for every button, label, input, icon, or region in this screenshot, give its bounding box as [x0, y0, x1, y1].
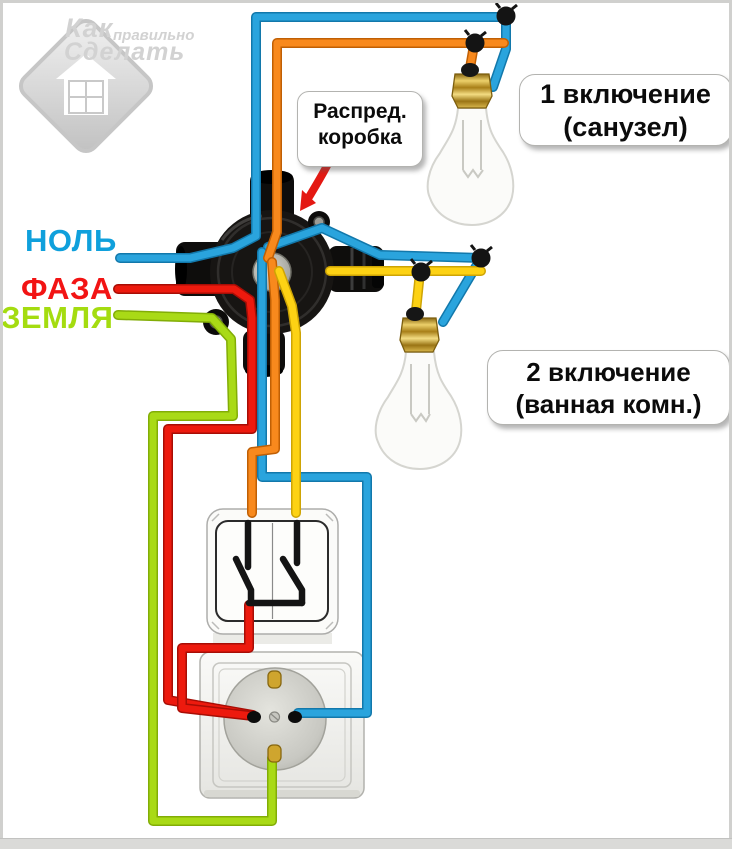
watermark-word-1: Как: [65, 13, 114, 43]
callout-light-2-line1: 2 включение: [526, 357, 691, 387]
light-bulb-2-icon: [374, 307, 463, 471]
socket-contacts: [247, 670, 302, 763]
frame-edge-top: [0, 0, 732, 3]
two-gang-switch-icon: [206, 508, 339, 644]
ground-wire-label: ЗЕМЛЯ: [1, 300, 114, 335]
callout-light-1: 1 включение (санузел): [519, 74, 732, 146]
callout-light-2: 2 включение (ванная комн.): [487, 350, 730, 425]
callout-light-1-line2: (санузел): [563, 112, 688, 142]
switch-contact-symbols: [232, 519, 306, 607]
light-bulb-1-icon: [426, 63, 515, 227]
wire-connector-dot-icon: [409, 2, 518, 282]
callout-light-1-line1: 1 включение: [540, 79, 711, 109]
callout-junction-box-line2: коробка: [318, 126, 402, 149]
power-socket-icon: [199, 651, 365, 799]
house-logo-icon: [18, 18, 154, 154]
watermark-word-3: Сделать: [64, 38, 186, 66]
callout-light-2-line2: (ванная комн.): [515, 389, 702, 419]
frame-edge-bottom: [0, 838, 732, 849]
frame-edge-right: [729, 0, 732, 849]
frame-edge-left: [0, 0, 3, 849]
neutral-wire-label: НОЛЬ: [25, 223, 117, 258]
callout-junction-box: Распред. коробка: [297, 91, 423, 167]
callout-junction-box-line1: Распред.: [313, 100, 407, 123]
phase-wire-label: ФАЗА: [21, 271, 113, 306]
watermark-word-2: правильно: [113, 27, 195, 44]
pointer-arrow-icon: [300, 156, 334, 211]
